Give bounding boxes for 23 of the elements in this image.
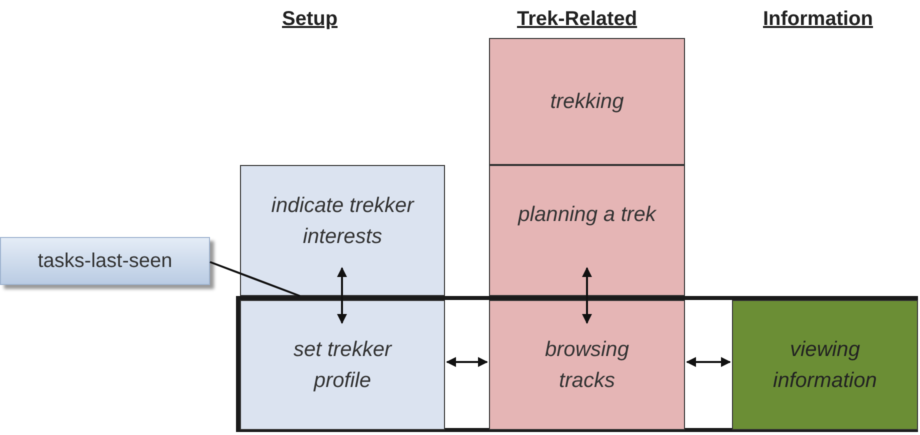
column-heading: Trek-Related bbox=[517, 8, 638, 31]
double-arrow bbox=[337, 267, 347, 324]
task-label: indicate trekker interests bbox=[270, 192, 416, 250]
double-arrow bbox=[582, 267, 592, 324]
callout-tab bbox=[0, 237, 210, 285]
leader-line bbox=[210, 261, 300, 297]
callout-label: tasks-last-seen bbox=[38, 248, 172, 274]
task-box bbox=[732, 300, 918, 430]
task-label: set trekker profile bbox=[292, 337, 394, 394]
double-arrow bbox=[446, 357, 488, 367]
double-arrow bbox=[686, 357, 731, 367]
task-box bbox=[240, 165, 445, 296]
task-label: trekking bbox=[550, 89, 624, 115]
task-label: browsing tracks bbox=[544, 337, 630, 394]
column-heading: Information bbox=[763, 8, 873, 31]
task-label: planning a trek bbox=[518, 202, 656, 228]
group-frame bbox=[236, 296, 918, 432]
task-label: viewing information bbox=[772, 337, 878, 394]
task-box bbox=[240, 300, 445, 430]
task-box bbox=[489, 300, 685, 430]
column-heading: Setup bbox=[282, 8, 338, 31]
task-box bbox=[489, 38, 685, 165]
task-box bbox=[489, 165, 685, 296]
